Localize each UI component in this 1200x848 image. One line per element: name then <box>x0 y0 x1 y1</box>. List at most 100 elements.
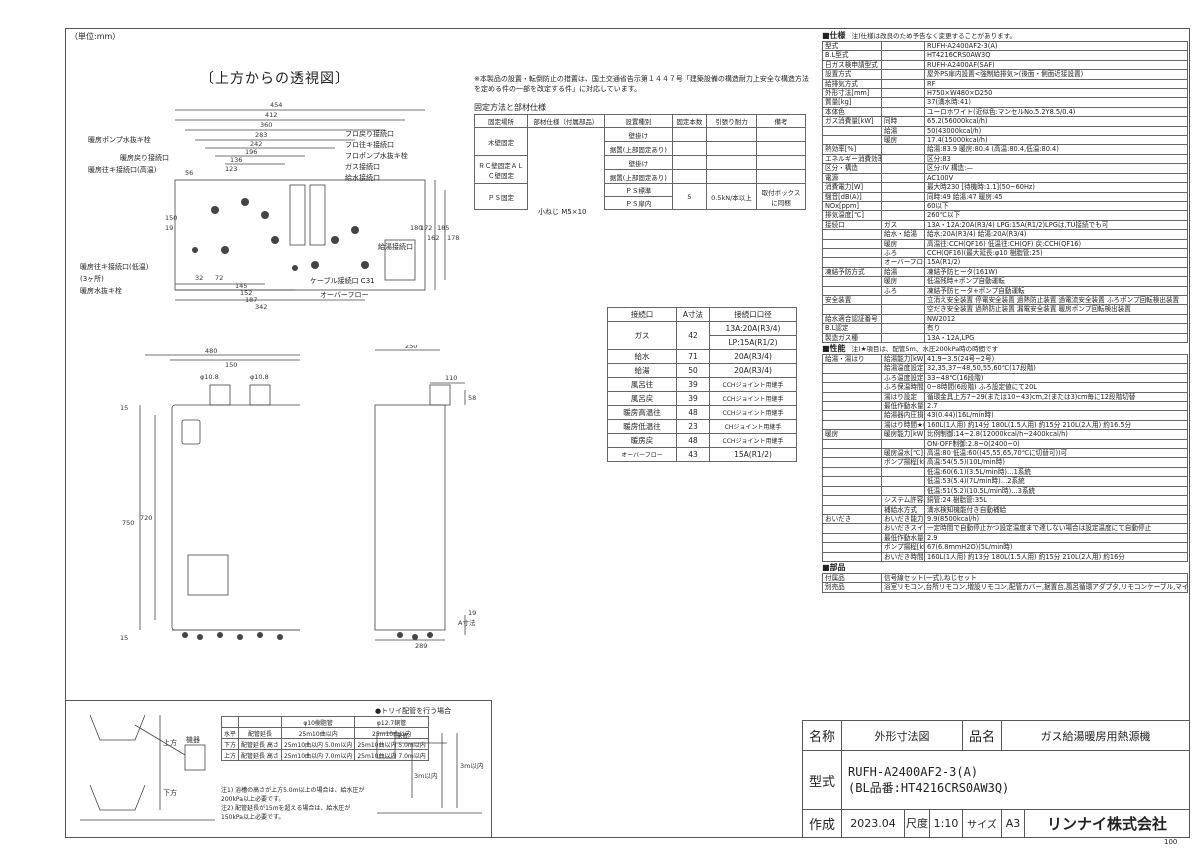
conn-size: CCHジョイント用継手 <box>709 433 797 448</box>
spec-cell <box>881 304 925 315</box>
perf-cell: 給湯能力[kW] <box>881 353 925 365</box>
dim-15-top: 15 <box>120 404 128 412</box>
spec-row: 凍結予防方式給湯凍結予防ヒータ(161W) <box>822 266 1188 278</box>
dim-15-bot: 15 <box>120 634 128 642</box>
perf-cell: おいだき能力[kW] <box>881 513 925 525</box>
spec-cell <box>822 229 882 240</box>
perf-cell: 160L(1人用) 約14分 180L(1.5人用) 約15分 210L(2人用… <box>924 419 1188 431</box>
side-body <box>374 404 446 631</box>
spec-cell: 区分・構造 <box>822 163 882 174</box>
spec-cell <box>881 88 925 99</box>
company-name: リンナイ株式会社 <box>1024 808 1190 839</box>
name-label: 名称 <box>802 719 842 752</box>
spec-row: 安全装置立消え安全装置 停電安全装置 過熱防止装置 過電流安全装置 ふろポンプ回… <box>822 294 1188 306</box>
spec-row: 設置方式屋外PS扉内設置<強制給排気>(後面・側面近接設置) <box>822 69 1188 80</box>
perf-cell: ポンプ揚程[kPa] <box>881 457 925 468</box>
dim-123: 123 <box>225 165 237 173</box>
spec-cell: 製造ガス種 <box>822 332 882 344</box>
dim-196: 196 <box>245 148 257 156</box>
spec-row: 騒音[dB(A)]同時:49 給湯:47 暖房:45 <box>822 191 1188 202</box>
spec-row: オーバーフロー15A(R1/2) <box>822 257 1188 268</box>
spec-cell: 13A・12A,LPG <box>924 332 1188 344</box>
drawing-name: 外形寸法図 <box>841 719 963 752</box>
perf-cell: 0~8時間(6段階) ふろ設定値にて20L <box>924 382 1188 393</box>
perf-heading: ■性能注)★項目は、配管5m、水圧200kPa時の時間です <box>822 343 1188 354</box>
perf-cell <box>822 382 882 393</box>
made-date: 2023.04 <box>841 808 905 839</box>
spec-cell: 給湯 <box>881 125 925 137</box>
perf-note: 注)★項目は、配管5m、水圧200kPa時の時間です <box>851 345 999 353</box>
conn-size: CCHジョイント用継手 <box>709 377 797 392</box>
conn-a: 39 <box>676 391 710 406</box>
dim-172: 172 <box>420 224 432 232</box>
spec-cell: 給湯 <box>881 266 925 278</box>
spec-row: 給水・給湯給水:20A(R3/4) 給湯:20A(R3/4) <box>822 229 1188 240</box>
perf-row: おいだき時間★(32℃から42℃まで)160L(1人用) 約13分 180L(1… <box>822 551 1188 562</box>
conn-row: オーバーフロー <box>607 447 677 462</box>
perf-cell <box>881 476 925 487</box>
model-label: 型式 <box>802 750 842 810</box>
spec-cell: 本体色 <box>822 106 882 118</box>
perf-cell: 湯はり時間★(水温15℃,ふろ設定42℃) <box>881 419 925 431</box>
label-lower: 下方 <box>163 788 177 797</box>
perf-row: ON-OFF制御:2.8~0(2400~0) <box>822 438 1188 450</box>
perf-cell: ポンプ揚程[kPa] <box>881 542 925 553</box>
trap-h2: 3m以内 <box>414 771 437 780</box>
label-heat-drain: 暖房水抜キ栓 <box>80 287 122 295</box>
conn-size: CCHジョイント用継手 <box>709 405 797 420</box>
top-view-drawing: 454 412 360 283 242 196 136 123 56 32 72… <box>165 101 459 310</box>
trap-floor: 床面 <box>396 731 410 740</box>
perf-row: 低温:60(6.1)(3.5L/min時)…1系統 <box>822 466 1188 478</box>
spec-title: ■仕様 <box>822 31 846 40</box>
spec-cell <box>881 294 925 306</box>
dim-phi1: φ10.8 <box>200 373 219 381</box>
spec-cell: エネルギー消費効率[%] <box>822 153 882 165</box>
perf-cell <box>822 410 882 421</box>
spec-cell: 屋外PS扉内設置<強制給排気>(後面・側面近接設置) <box>924 69 1188 80</box>
trap-note: ●トリイ配管を行う場合 <box>375 707 452 715</box>
spec-cell: 最大時230 [待機時:1.1](50~60Hz) <box>924 182 1188 193</box>
lower-tub <box>89 784 146 811</box>
spec-cell <box>822 285 882 296</box>
size-label: サイズ <box>962 808 1002 839</box>
perf-cell <box>822 466 882 478</box>
perf-row: 給湯器内圧損[kPa]43(0.44)(16L/min時) <box>822 410 1188 421</box>
fix-type: 据置(上部固定あり) <box>603 141 673 156</box>
trap-diagram: 床面 3m以内 3m以内 <box>376 731 483 814</box>
parts-cell: 浴室リモコン,台所リモコン,増設リモコン,配管カバー,据置台,風呂循環アダプタ,… <box>881 582 1188 593</box>
spec-cell: 凍結予防ヒータ(161W) <box>924 266 1188 278</box>
spec-cell <box>881 172 925 184</box>
spec-cell <box>881 106 925 118</box>
piping-diagram: 上方 下方 機器 <box>80 714 215 821</box>
spec-cell <box>822 304 882 315</box>
spec-cell: 立消え安全装置 停電安全装置 過熱防止装置 過電流安全装置 ふろポンプ回転検出装… <box>924 294 1188 306</box>
conn-row: 暖房高温往 <box>607 405 677 420</box>
dim-phi2: φ10.8 <box>250 373 269 381</box>
perf-cell: ふろ保温時間・たし湯量 <box>881 382 925 393</box>
spec-cell: 排気温度[℃] <box>822 210 882 221</box>
spec-cell <box>822 238 882 249</box>
spec-cell <box>881 59 925 71</box>
perf-cell: 43(0.44)(16L/min時) <box>924 410 1188 421</box>
perf-cell: おいだき <box>822 513 882 525</box>
dim-180: 180 <box>410 224 422 232</box>
pipe-note-2: 注2) 配管延長が15mを超える場合は、給水圧が150kPa以上必要です。 <box>221 805 351 821</box>
spec-cell: 外形寸法[mm] <box>822 88 882 99</box>
perf-cell <box>822 448 882 459</box>
spec-cell: 15A(R1/2) <box>924 257 1188 268</box>
spec-cell: B.L型式 <box>822 50 882 61</box>
parts-cell: 信号線セット(一式),ねじセット <box>881 572 1188 584</box>
scale-label: 尺度 <box>904 808 930 839</box>
fix-type: ＰＳ標準 <box>603 183 673 197</box>
spec-cell: 日ガス検申請型式 <box>822 59 882 71</box>
pipe-row-label: 下方 <box>220 738 240 750</box>
pipe-cell: 25m10曲以内 7.0m以内 <box>280 749 356 761</box>
spec-cell: 型式 <box>822 40 882 52</box>
spec-cell <box>881 313 925 325</box>
spec-cell: 凍結予防ヒータ+ポンプ自動運転 <box>924 285 1188 296</box>
parts-title: ■部品 <box>822 562 846 572</box>
dim-19-side: 19 <box>468 609 476 617</box>
